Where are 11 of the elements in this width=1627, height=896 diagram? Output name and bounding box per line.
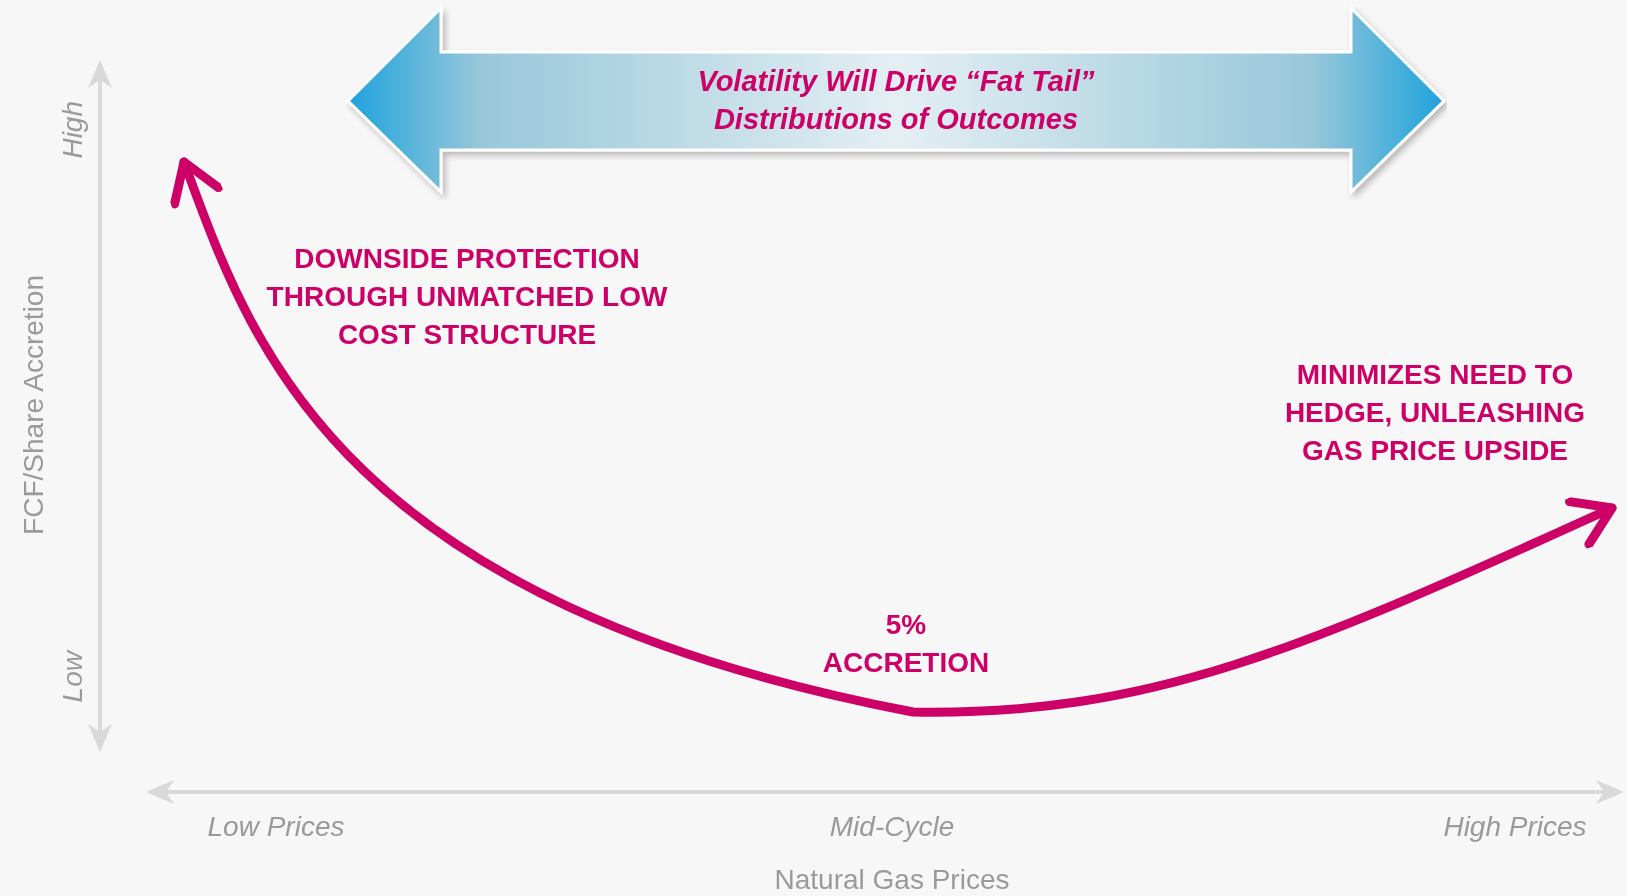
annotation-text: DOWNSIDE PROTECTION THROUGH UNMATCHED LOW COST STRUCTURE xyxy=(265,242,669,352)
axis-tick-label: Low Prices xyxy=(207,811,345,843)
axis-title: FCF/Share Accretion xyxy=(18,275,50,535)
annotation-text: MINIMIZES NEED TO HEDGE, UNLEASHING GAS PRICE UPSIDE xyxy=(1283,358,1587,468)
axis-title: Natural Gas Prices xyxy=(774,864,1010,896)
axis-tick-label: High Prices xyxy=(1443,811,1587,843)
banner-text: Volatility Will Drive “Fat Tail” Distributions of Outcomes xyxy=(696,64,1096,137)
axis-tick-label: High xyxy=(57,101,89,159)
annotation-text: 5% ACCRETION xyxy=(821,608,991,680)
axis-tick-label: Low xyxy=(57,651,89,703)
axis-tick-label: Mid-Cycle xyxy=(829,811,955,843)
